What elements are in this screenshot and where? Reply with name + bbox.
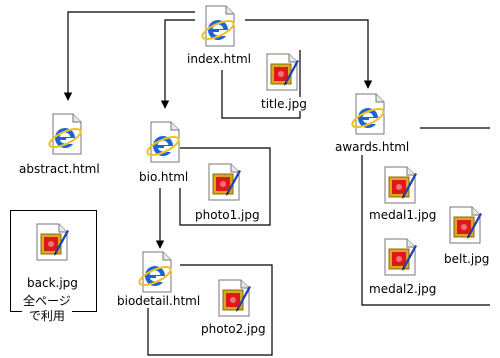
- link-bio-photo1: [179, 147, 271, 226]
- title-jpg-node[interactable]: [263, 52, 301, 96]
- medal2-jpg-node[interactable]: [381, 237, 419, 281]
- back-jpg-node[interactable]: [33, 222, 71, 266]
- abstract-html-label: abstract.html: [18, 162, 101, 176]
- medal1-jpg-label: medal1.jpg: [368, 208, 438, 222]
- awards-html-label: awards.html: [334, 140, 411, 154]
- bio-html-node[interactable]: [143, 120, 183, 168]
- shared-usage-note: 全ページ で利用: [22, 294, 72, 324]
- photo2-jpg-node[interactable]: [215, 278, 253, 322]
- photo1-jpg-node[interactable]: [205, 162, 243, 206]
- index-html-node[interactable]: [198, 4, 238, 52]
- jpeg-image-file-icon: [33, 222, 71, 262]
- link-index-bio: [160, 19, 195, 109]
- biodetail-html-node[interactable]: [135, 250, 175, 298]
- back-jpg-label: back.jpg: [26, 276, 79, 290]
- link-index-abstract: [63, 11, 195, 101]
- ie-html-file-icon: [143, 120, 183, 164]
- ie-html-file-icon: [45, 112, 85, 156]
- belt-jpg-label: belt.jpg: [443, 252, 491, 266]
- title-jpg-label: title.jpg: [260, 97, 308, 111]
- ie-html-file-icon: [348, 92, 388, 136]
- link-index-awards: [245, 19, 373, 89]
- ie-html-file-icon: [198, 4, 238, 48]
- bio-html-label: bio.html: [138, 170, 190, 184]
- medal1-jpg-node[interactable]: [381, 165, 419, 209]
- link-awards-medals: [361, 155, 490, 306]
- jpeg-image-file-icon: [381, 165, 419, 205]
- photo1-jpg-label: photo1.jpg: [194, 208, 261, 222]
- jpeg-image-file-icon: [381, 237, 419, 277]
- index-html-label: index.html: [186, 52, 252, 66]
- ie-html-file-icon: [135, 250, 175, 294]
- abstract-html-node[interactable]: [45, 112, 85, 160]
- link-biodetail-photo2: [147, 264, 273, 356]
- photo2-jpg-label: photo2.jpg: [200, 322, 267, 336]
- link-index-title: [221, 50, 301, 119]
- jpeg-image-file-icon: [446, 205, 484, 245]
- awards-html-node[interactable]: [348, 92, 388, 140]
- belt-jpg-node[interactable]: [446, 205, 484, 249]
- biodetail-html-label: biodetail.html: [116, 294, 202, 308]
- jpeg-image-file-icon: [205, 162, 243, 202]
- medal2-jpg-label: medal2.jpg: [368, 282, 438, 296]
- jpeg-image-file-icon: [215, 278, 253, 318]
- jpeg-image-file-icon: [263, 52, 301, 92]
